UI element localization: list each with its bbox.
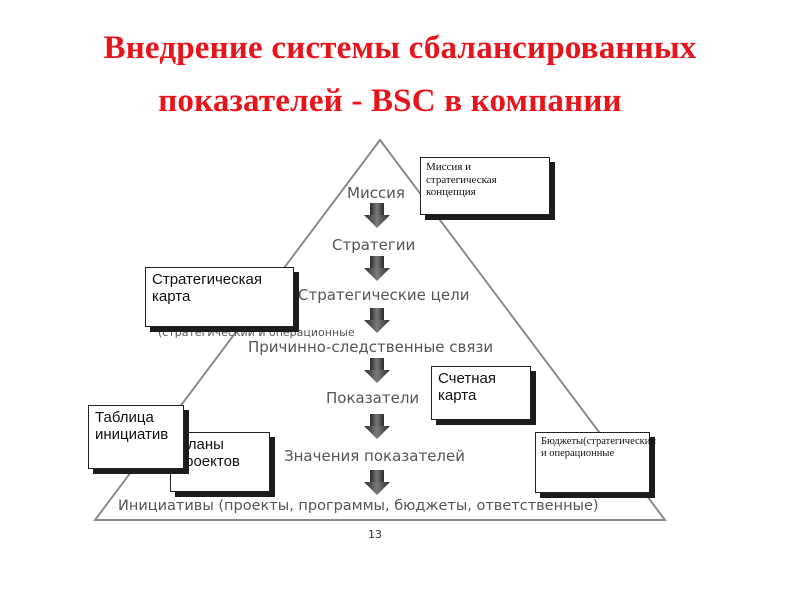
note-strategic-map: Стратегическая карта — [145, 267, 294, 327]
note-budgets: Бюджеты(стратегический и операционные — [535, 432, 656, 493]
down-arrow-icon — [364, 414, 390, 439]
note-mission-concept: Миссия и стратегическая концепция — [420, 157, 550, 215]
note-initiatives-table: Таблица инициатив — [88, 405, 184, 469]
pyramid-outline — [93, 138, 667, 521]
down-arrow-icon — [364, 358, 390, 383]
level-indicators: Показатели — [326, 389, 420, 407]
down-arrow-icon — [364, 203, 390, 228]
level-initiatives: Инициативы (проекты, программы, бюджеты,… — [118, 498, 599, 514]
level-indicator-values: Значения показателей — [284, 447, 465, 465]
slide-title-line-2: показателей - BSC в компании — [158, 83, 622, 119]
down-arrow-icon — [364, 256, 390, 281]
down-arrow-icon — [364, 470, 390, 495]
down-arrow-icon — [364, 308, 390, 333]
level-cause-effect: Причинно-следственные связи — [248, 338, 494, 356]
level-strategic-goals: Стратегические цели — [298, 286, 470, 304]
note-project-plans: Планы проектов — [170, 432, 270, 492]
note-scorecard: Счетная карта — [431, 366, 531, 420]
page-number: 13 — [368, 528, 382, 541]
slide-title-line-1: Внедрение системы сбалансированных — [103, 30, 697, 66]
level-strategies: Стратегии — [332, 236, 416, 254]
level-mission: Миссия — [347, 184, 405, 202]
strategic-map-subnote: (стратегический и операционные — [158, 326, 355, 339]
